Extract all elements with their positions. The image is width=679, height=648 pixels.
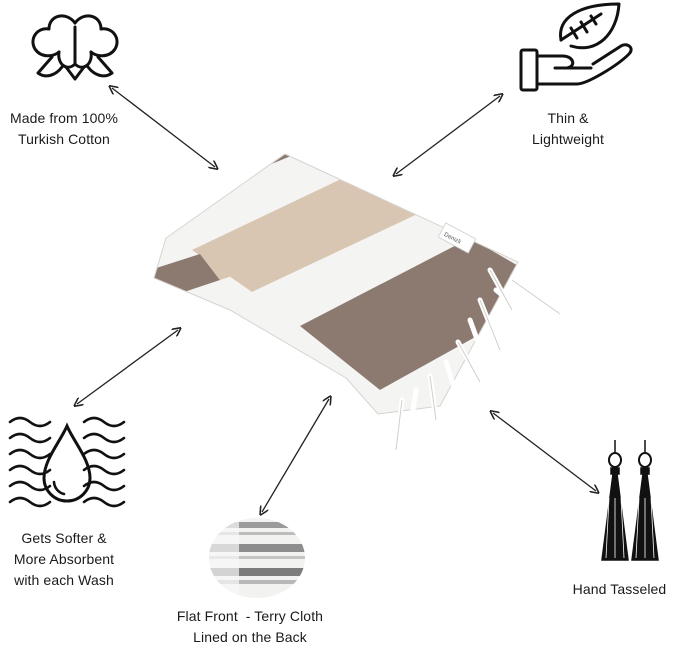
towel-product-image: Denizli <box>140 150 580 470</box>
leaf-on-hand-icon <box>515 0 637 96</box>
arrow-tassel <box>493 413 596 491</box>
tassel-feature-label: Hand Tasseled <box>560 579 679 600</box>
light-label-line-2: Lightweight <box>532 131 604 147</box>
wash-label-line-3: with each Wash <box>14 572 114 588</box>
arrow-wash <box>77 330 178 404</box>
cotton-label-line-1: Made from 100% <box>9 110 118 126</box>
cotton-flower-icon <box>22 5 128 85</box>
towel-tag <box>437 222 477 254</box>
cloth-feature-label: Flat Front - Terry Cloth Lined on the Ba… <box>160 606 340 648</box>
lightweight-feature-label: Thin & Lightweight <box>515 108 621 150</box>
light-label-line-1: Thin & <box>547 110 589 126</box>
fabric-swatch-image <box>205 516 305 598</box>
cotton-feature-label: Made from 100% Turkish Cotton <box>2 108 126 150</box>
wash-label-line-2: More Absorbent <box>13 551 115 567</box>
tassel-label-line-1: Hand Tasseled <box>572 581 667 597</box>
cotton-label-line-2: Turkish Cotton <box>18 131 110 147</box>
wash-label-line-1: Gets Softer & <box>21 530 107 546</box>
arrow-cotton <box>112 88 215 167</box>
arrow-cloth <box>262 399 329 512</box>
cloth-label-line-2: Lined on the Back <box>193 629 307 645</box>
arrow-light <box>396 96 500 174</box>
tassel-icon <box>596 438 662 564</box>
cloth-label-line-1: Flat Front - Terry Cloth <box>176 608 324 624</box>
water-drop-waves-icon <box>6 412 128 518</box>
wash-feature-label: Gets Softer & More Absorbent with each W… <box>0 528 128 591</box>
